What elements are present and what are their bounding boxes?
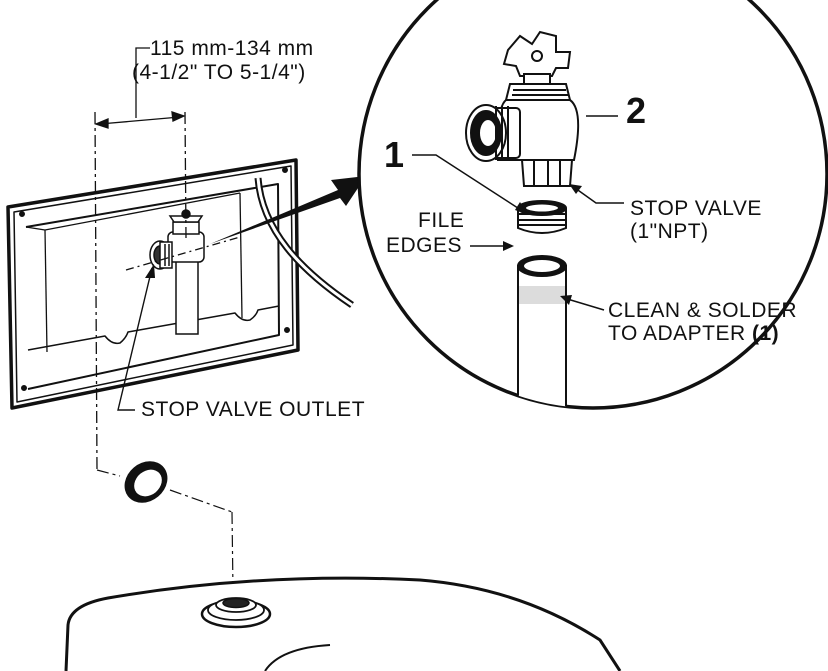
file-edges-label-line2: EDGES (386, 234, 463, 257)
adapter-ref: (1) (751, 322, 780, 345)
slip-ring (124, 461, 168, 503)
callout-1: 1 (384, 134, 405, 175)
copper-pipe (517, 255, 567, 408)
dimension-lines (94, 47, 241, 471)
adapter (517, 200, 567, 234)
clean-solder-label-line1: CLEAN & SOLDER (608, 299, 798, 322)
file-edges-label-line1: FILE (418, 209, 465, 232)
dimension-imperial-label: (4-1/2" TO 5-1/4") (132, 61, 306, 84)
stop-valve-label: STOP VALVE (630, 197, 762, 220)
stop-valve-spec-label: (1"NPT) (630, 220, 709, 243)
outlet-leader (117, 267, 153, 411)
zoom-arrow (210, 176, 366, 244)
fixture (64, 576, 622, 671)
stop-valve-large (465, 30, 580, 187)
zoom-circle (357, 0, 828, 410)
stop-valve-outlet-label: STOP VALVE OUTLET (141, 398, 366, 421)
clean-solder-label-line2: TO ADAPTER (1) (608, 322, 780, 345)
callout-2: 2 (626, 90, 647, 131)
wall-box (6, 158, 300, 410)
zoom-arrowheads (503, 184, 582, 305)
dimension-metric-label: 115 mm-134 mm (150, 37, 314, 60)
zoom-leaders (412, 115, 624, 311)
